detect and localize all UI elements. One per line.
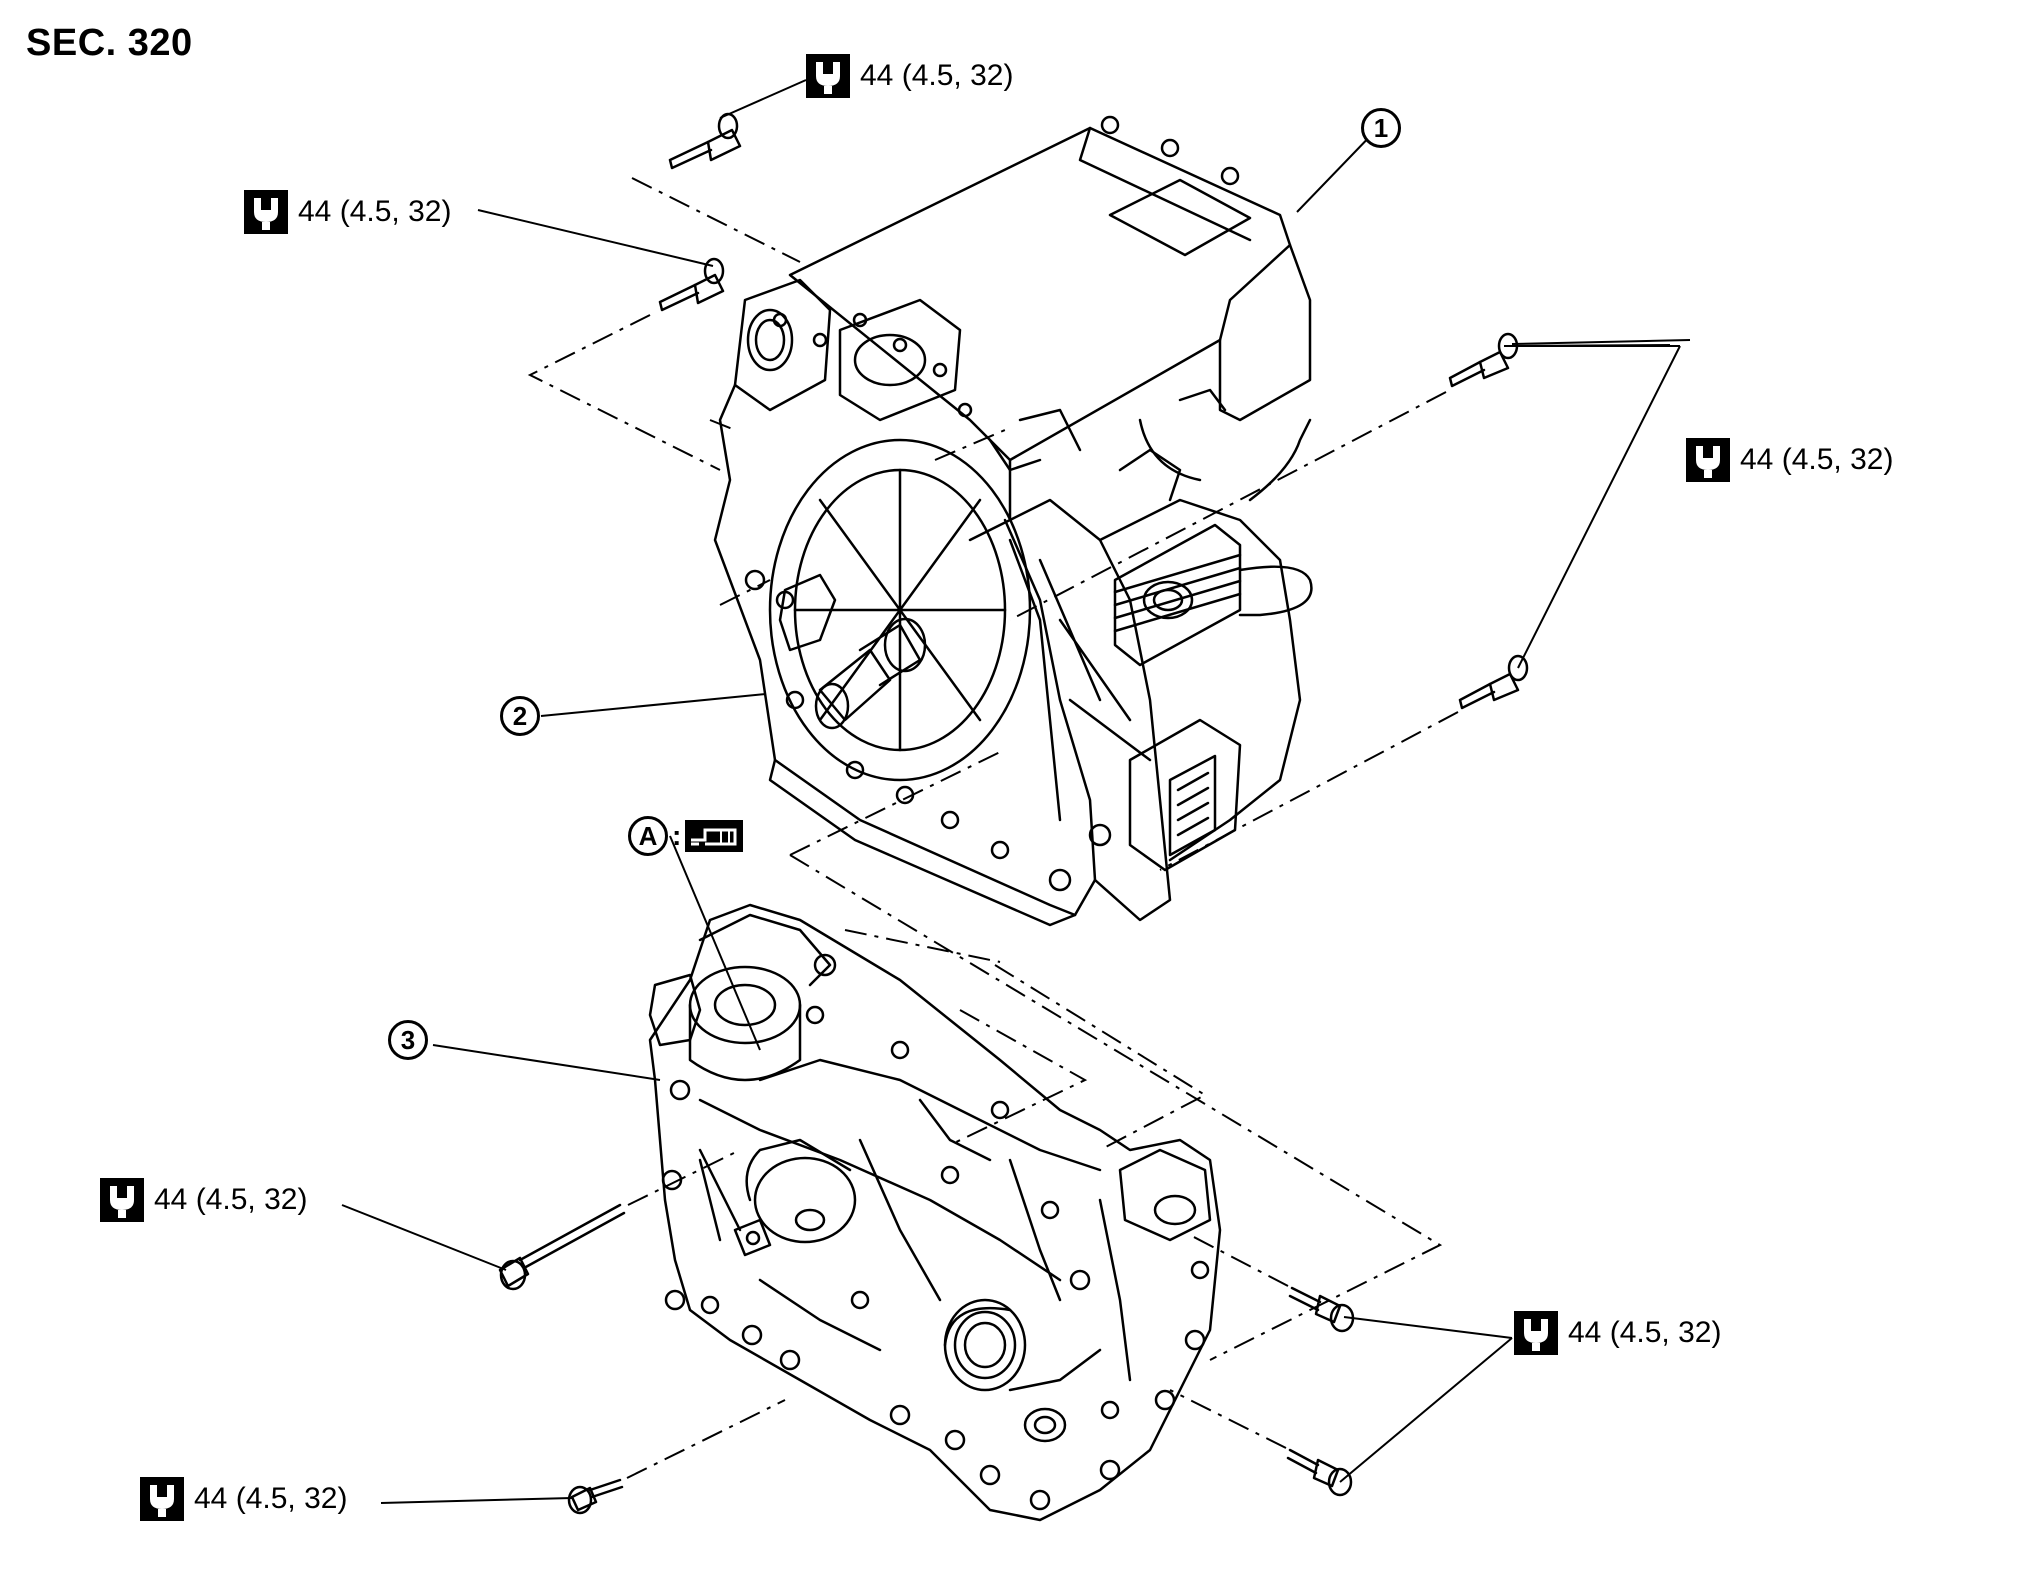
- torque-spec-value: 44 (4.5, 32): [194, 1482, 348, 1515]
- torque-wrench-icon: [140, 1477, 184, 1521]
- torque-spec-upper-left: 44 (4.5, 32): [244, 190, 451, 234]
- torque-spec-lower-right: 44 (4.5, 32): [1514, 1311, 1721, 1355]
- torque-wrench-icon: [1686, 438, 1730, 482]
- torque-spec-value: 44 (4.5, 32): [1568, 1316, 1722, 1349]
- callout-1: 1: [1361, 108, 1401, 148]
- torque-spec-upper-right: 44 (4.5, 32): [1686, 438, 1893, 482]
- torque-spec-value: 44 (4.5, 32): [154, 1183, 308, 1216]
- torque-spec-value: 44 (4.5, 32): [860, 59, 1014, 92]
- bolt-upper-2: [658, 257, 725, 312]
- torque-wrench-icon: [100, 1178, 144, 1222]
- bolt-upper-4: [1458, 654, 1529, 710]
- callout-2: 2: [500, 696, 540, 736]
- torque-wrench-icon: [806, 54, 850, 98]
- bolt-upper-1: [668, 112, 742, 170]
- inverter-motor-assembly: [713, 115, 1313, 927]
- torque-spec-upper-top: 44 (4.5, 32): [806, 54, 1013, 98]
- leader-lines: [341, 79, 1691, 1504]
- section-label: SEC. 320: [26, 22, 193, 64]
- torque-wrench-icon: [1514, 1311, 1558, 1355]
- torque-wrench-icon: [244, 190, 288, 234]
- torque-spec-value: 44 (4.5, 32): [1740, 443, 1894, 476]
- symbol-a-sealant: A :: [628, 816, 744, 856]
- bolt-lower-right-1: [1288, 1286, 1355, 1333]
- assembly-reference-lines: [527, 177, 1459, 1479]
- torque-spec-lower-bottom: 44 (4.5, 32): [140, 1477, 347, 1521]
- symbol-a-separator: :: [672, 820, 682, 851]
- bolt-lower-left: [498, 1203, 626, 1291]
- symbol-a-letter: A: [628, 816, 668, 856]
- sealant-tube-icon: [685, 820, 744, 852]
- torque-spec-value: 44 (4.5, 32): [298, 195, 452, 228]
- bolt-upper-3: [1448, 332, 1519, 388]
- torque-spec-lower-left: 44 (4.5, 32): [100, 1178, 307, 1222]
- reduction-gear-assembly: [648, 903, 1222, 1522]
- callout-3: 3: [388, 1020, 428, 1060]
- leader-lines-right: [1511, 344, 1671, 347]
- bolt-lower-bottom: [567, 1478, 624, 1515]
- bolt-lower-right-2: [1286, 1448, 1353, 1497]
